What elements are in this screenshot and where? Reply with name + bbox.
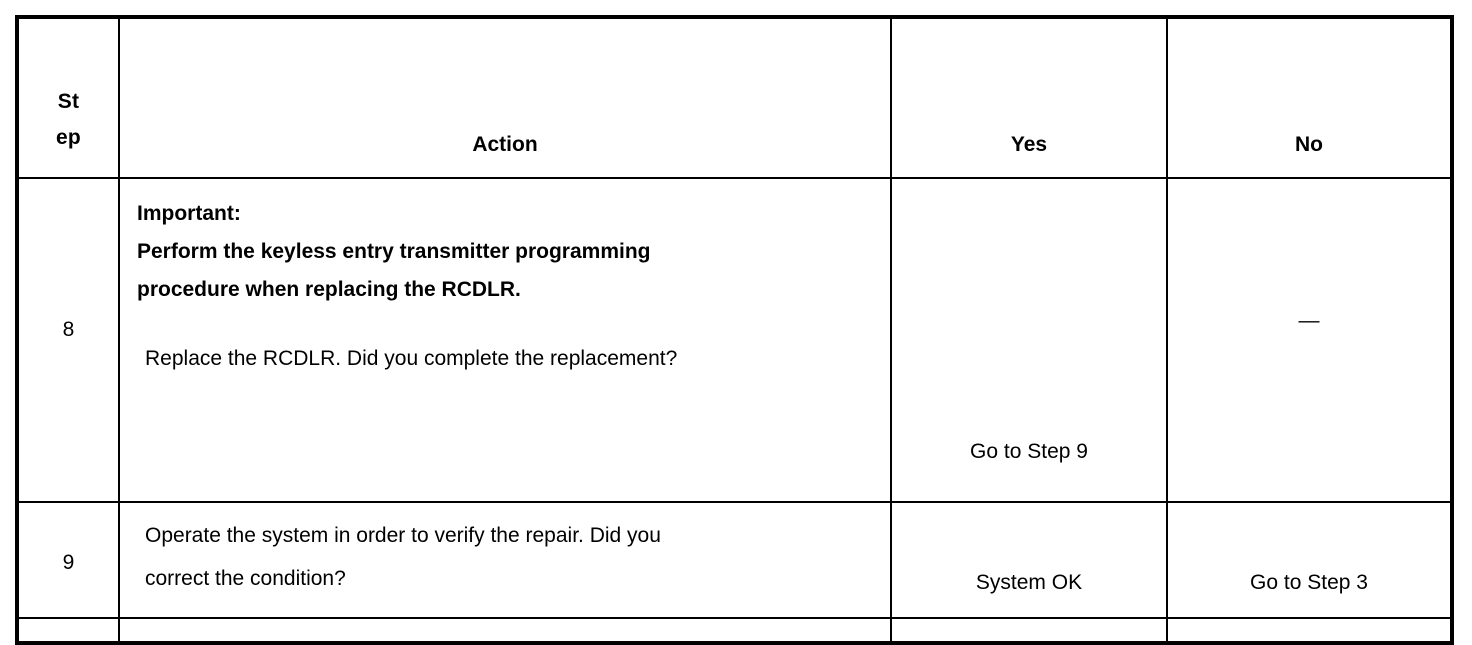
yes-answer-cell: System OK <box>890 501 1168 619</box>
no-answer-cell: — <box>1166 177 1453 503</box>
column-header-no: No <box>1166 16 1453 179</box>
column-header-action: Action <box>118 16 892 179</box>
column-header-step: St ep <box>16 16 120 179</box>
important-note-line1: Perform the keyless entry transmitter pr… <box>137 240 651 263</box>
diagnostic-step-table: St ep Action Yes No 8 Important: Perfor <box>15 15 1454 645</box>
no-answer-cell: Go to Step 3 <box>1166 501 1453 619</box>
document-page: St ep Action Yes No 8 Important: Perfor <box>15 15 1454 645</box>
column-header-step-line2: ep <box>56 126 81 150</box>
important-note-label: Important: <box>137 202 241 225</box>
step-number-cell-partial <box>16 617 120 644</box>
yes-answer-cell-partial <box>890 617 1168 644</box>
action-cell: Important: Perform the keyless entry tra… <box>118 177 892 503</box>
table-row: 9 Operate the system in order to verify … <box>16 501 1453 619</box>
no-answer-cell-partial <box>1166 617 1453 644</box>
important-note-line2: procedure when replacing the RCDLR. <box>137 278 521 301</box>
yes-answer-cell: Go to Step 9 <box>890 177 1168 503</box>
table-row: 8 Important: Perform the keyless entry t… <box>16 177 1453 503</box>
step-number-cell: 9 <box>16 501 120 619</box>
action-text-line2: correct the condition? <box>145 567 346 590</box>
column-header-step-line1: St <box>57 89 80 113</box>
important-note: Important: Perform the keyless entry tra… <box>137 195 651 309</box>
step-number: 9 <box>62 551 75 574</box>
action-cell: Operate the system in order to verify th… <box>118 501 892 619</box>
action-question: Replace the RCDLR. Did you complete the … <box>145 347 678 370</box>
step-number: 8 <box>62 318 75 341</box>
column-header-yes: Yes <box>890 16 1168 179</box>
yes-answer-text: System OK <box>975 571 1083 594</box>
table-header-row: St ep Action Yes No <box>16 16 1453 179</box>
yes-answer-text: Go to Step 9 <box>970 440 1088 463</box>
table-row-partial <box>16 617 1453 644</box>
em-dash-icon: — <box>1298 309 1320 332</box>
action-cell-partial <box>118 617 892 644</box>
no-answer-text: Go to Step 3 <box>1250 571 1368 594</box>
step-number-cell: 8 <box>16 177 120 503</box>
action-text-line1: Operate the system in order to verify th… <box>145 524 661 547</box>
